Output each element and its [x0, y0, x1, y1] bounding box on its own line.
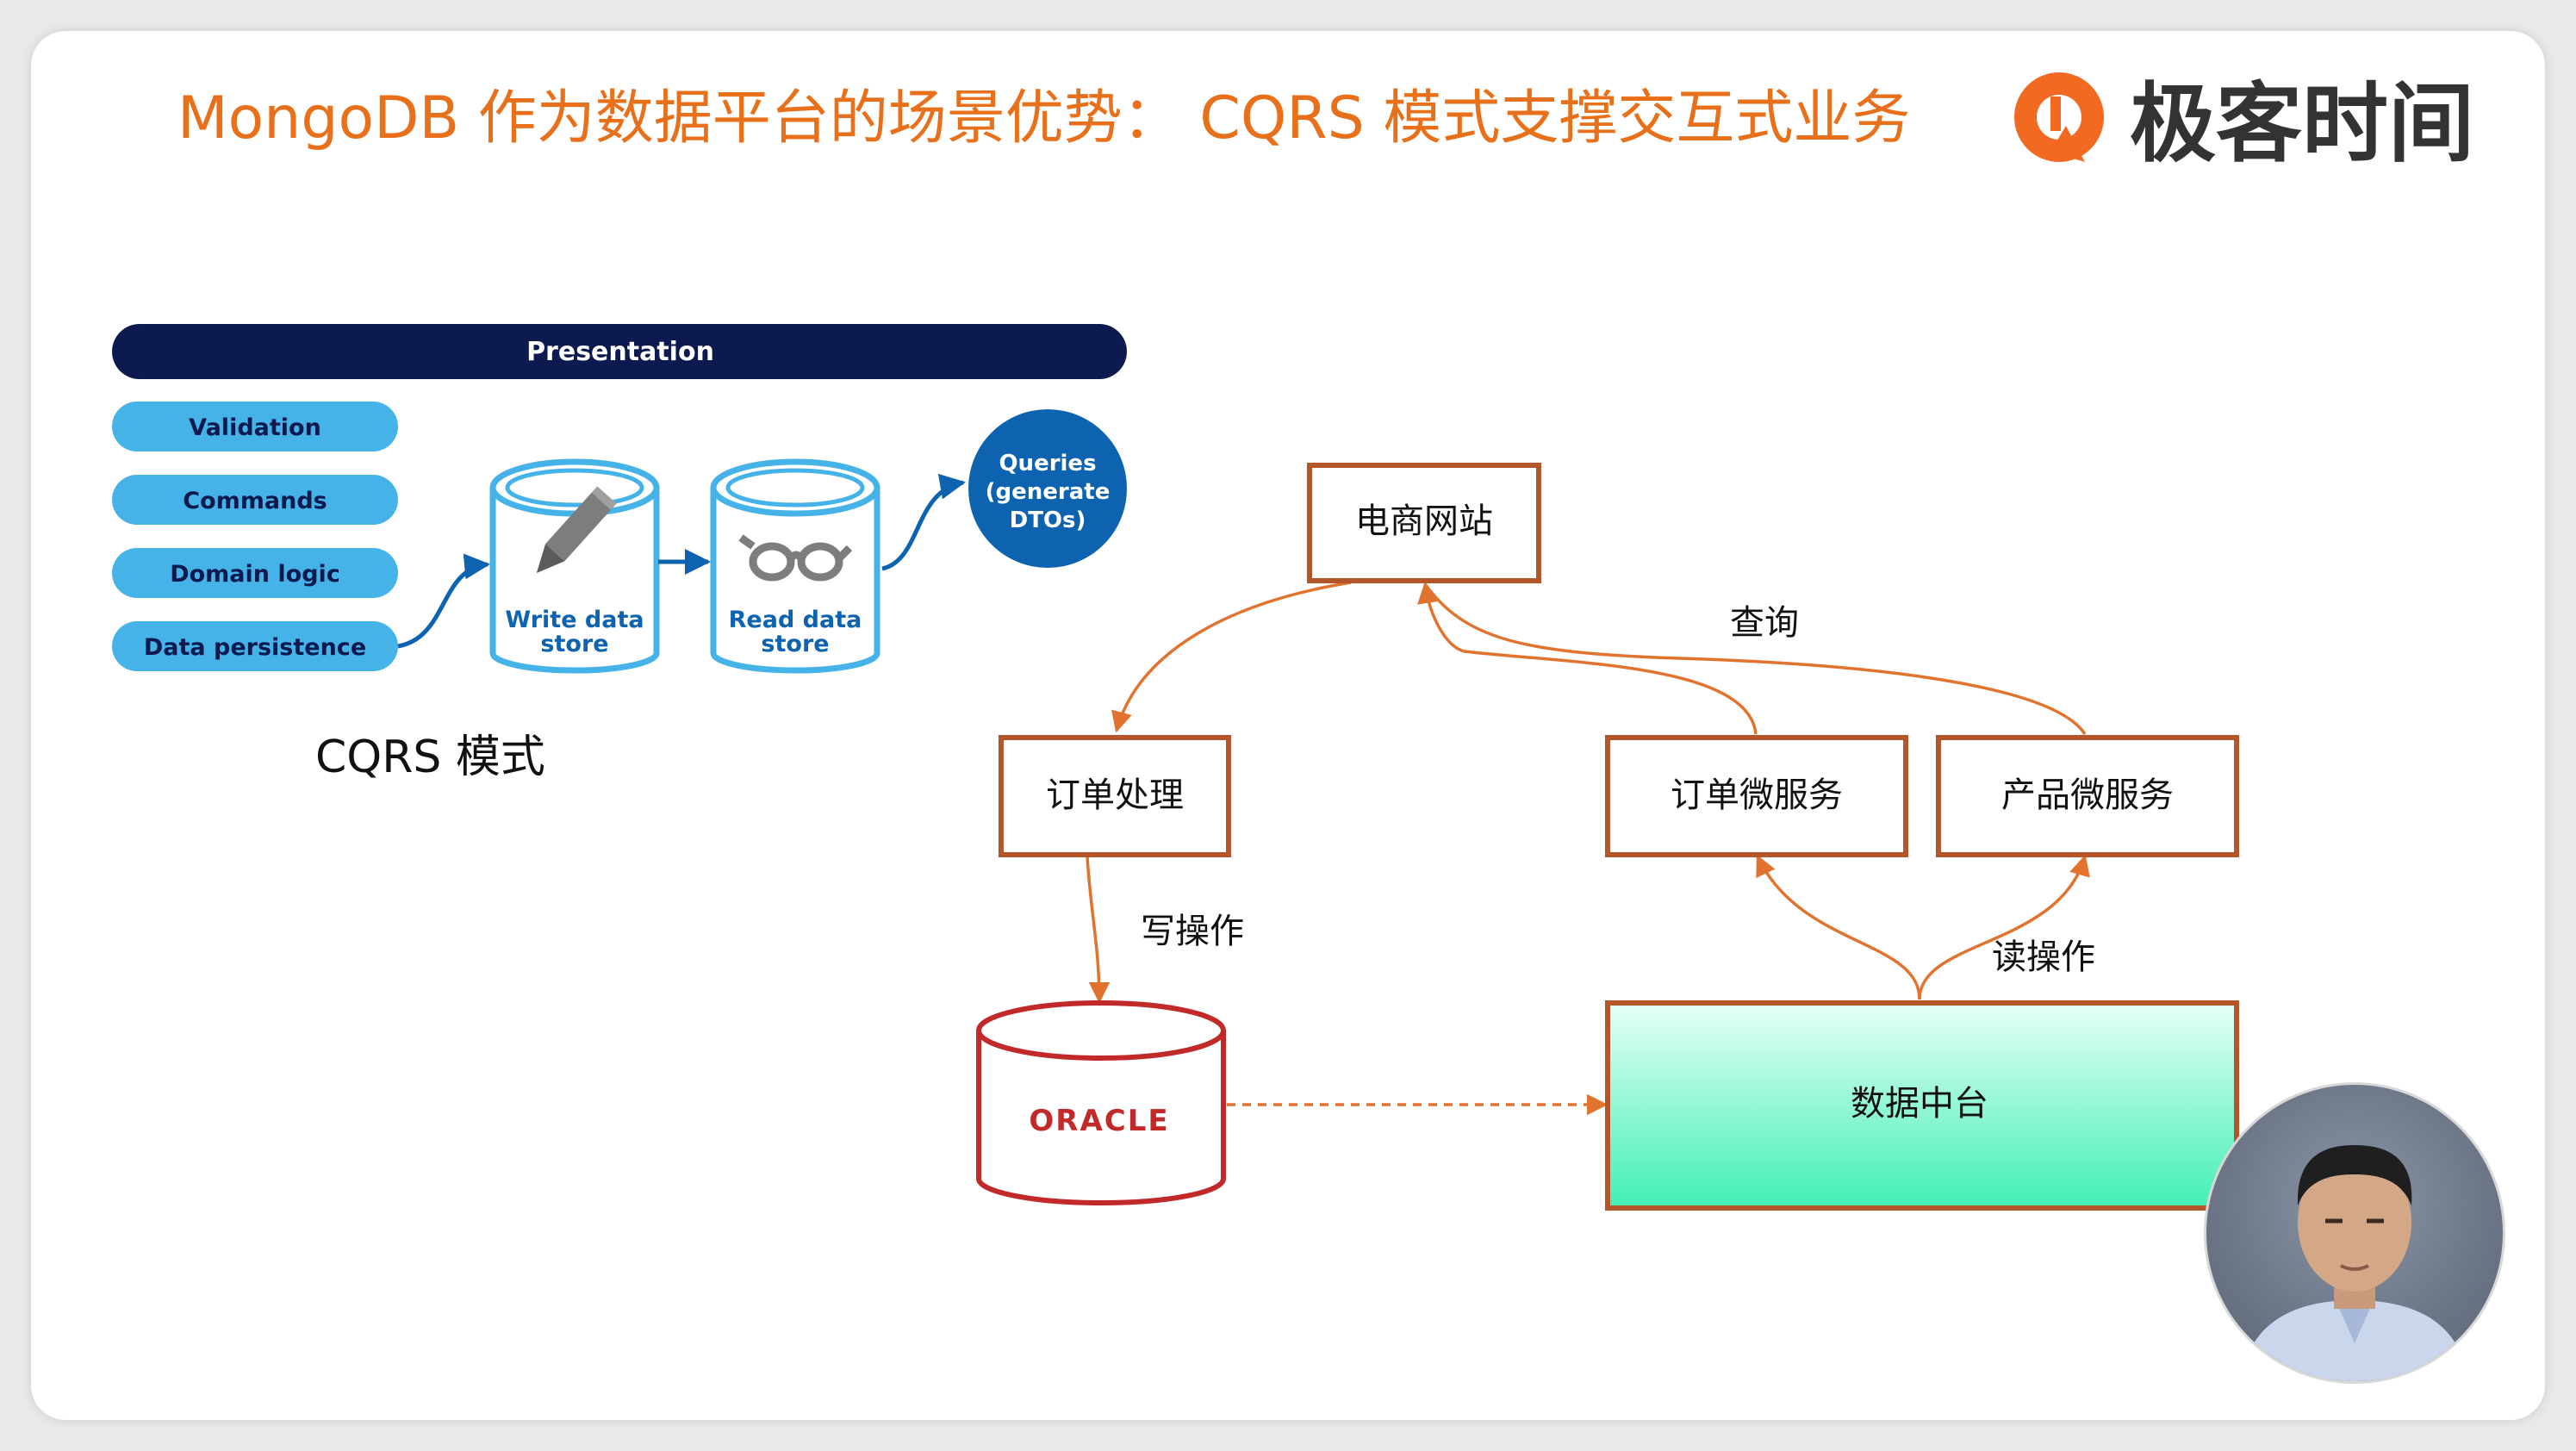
queries-label-line2: (generate — [986, 479, 1111, 505]
layer-validation — [112, 402, 398, 451]
write-data-store — [489, 458, 660, 674]
arrow-website-to-order-processing — [1111, 581, 1352, 733]
write-store-label-line2: store — [540, 631, 608, 657]
layer-data-persistence-label: Data persistence — [144, 634, 366, 661]
presentation-bar — [112, 324, 1127, 379]
queries-label-line3: DTOs) — [1010, 508, 1086, 533]
presenter-video — [2204, 1082, 2505, 1384]
write-op-label: 写操作 — [1141, 912, 1244, 951]
website-box — [1307, 463, 1541, 583]
read-op-label: 读操作 — [1992, 937, 2095, 977]
data-platform-label: 数据中台 — [1851, 1084, 1988, 1124]
arrow-platform-to-product-service — [1918, 854, 2090, 1000]
arrow-persistence-to-write — [397, 553, 490, 649]
write-store-label-line1: Write data — [505, 607, 644, 633]
queries-node — [968, 409, 1127, 568]
arrow-platform-to-order-service — [1756, 854, 1921, 1000]
pencil-icon — [536, 486, 617, 574]
oracle-label: ORACLE — [1029, 1104, 1169, 1138]
layer-domain-logic-label: Domain logic — [170, 561, 340, 588]
cqrs-caption: CQRS 模式 — [315, 732, 545, 783]
oracle-database — [976, 1000, 1226, 1205]
diagram-canvas: MongoDB 作为数据平台的场景优势： CQRS 模式支撑交互式业务 极客时间… — [112, 72, 2474, 1211]
slide: MongoDB 作为数据平台的场景优势： CQRS 模式支撑交互式业务 极客时间… — [31, 31, 2545, 1420]
layer-validation-label: Validation — [189, 414, 321, 441]
layer-domain-logic — [112, 548, 398, 598]
query-label: 查询 — [1730, 603, 1799, 643]
presenter-avatar-icon — [2241, 1145, 2468, 1381]
data-platform-box — [1605, 1000, 2239, 1211]
website-label: 电商网站 — [1355, 501, 1493, 541]
arrow-order-service-to-website — [1417, 582, 1758, 735]
queries-label-line1: Queries — [999, 451, 1096, 476]
order-processing-label: 订单处理 — [1046, 775, 1184, 815]
order-service-box — [1605, 735, 1908, 857]
page-title: MongoDB 作为数据平台的场景优势： CQRS 模式支撑交互式业务 — [177, 84, 1910, 153]
glasses-icon — [738, 534, 853, 582]
presentation-label: Presentation — [526, 337, 714, 367]
product-service-label: 产品微服务 — [2001, 775, 2174, 815]
arrow-read-to-queries — [881, 473, 966, 571]
read-data-store — [710, 458, 880, 674]
arrow-order-processing-to-oracle — [1086, 856, 1111, 1004]
read-store-label-line2: store — [761, 631, 829, 657]
arrow-product-service-to-website — [1423, 582, 2087, 735]
read-store-label-line1: Read data — [729, 607, 862, 633]
layer-data-persistence — [112, 621, 398, 671]
geektime-logo-icon — [2014, 72, 2104, 162]
layer-commands — [112, 475, 398, 525]
brand-name: 极客时间 — [2130, 73, 2474, 174]
product-service-box — [1936, 735, 2239, 857]
layer-commands-label: Commands — [183, 488, 327, 514]
order-processing-box — [999, 735, 1231, 857]
order-service-label: 订单微服务 — [1671, 775, 1843, 815]
